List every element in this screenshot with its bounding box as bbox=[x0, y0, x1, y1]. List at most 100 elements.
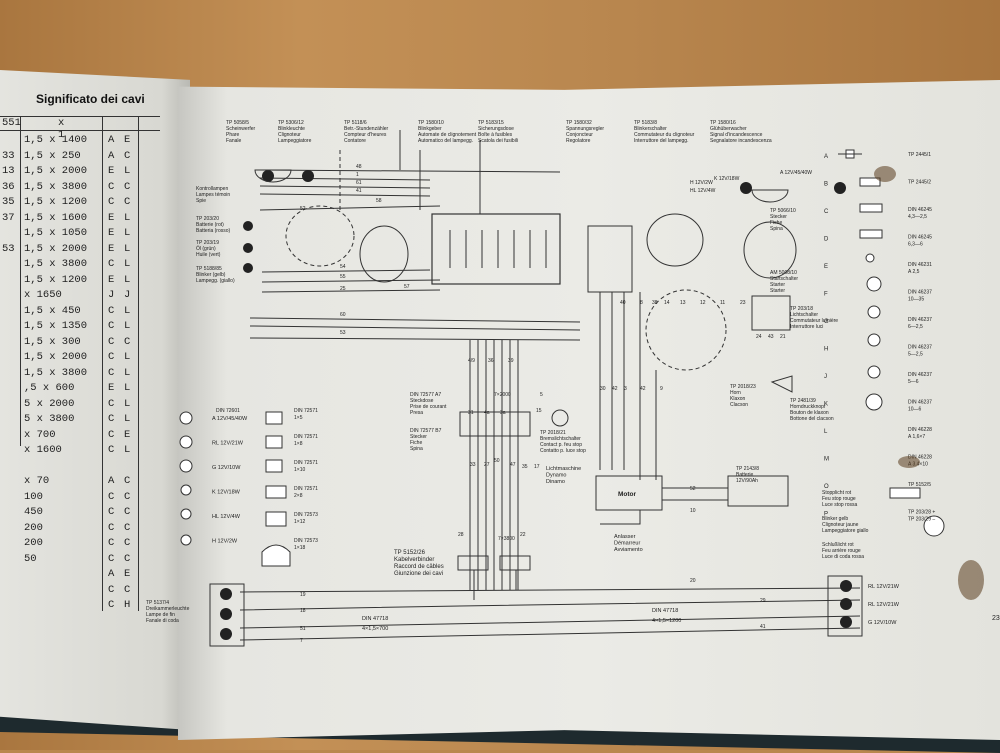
lamp-symbol bbox=[840, 598, 852, 610]
table-cell: C bbox=[124, 475, 131, 487]
horn-button-label-code: TP 2481/39 bbox=[790, 398, 816, 404]
table-cell: C bbox=[108, 320, 115, 332]
table-cell: 1,5 x 450 bbox=[24, 304, 81, 317]
table-cell: 1,5 x 250 bbox=[24, 149, 81, 162]
terminal-spec: 4,3—2,5 bbox=[908, 214, 927, 220]
terminal-key: B bbox=[824, 182, 828, 188]
terminal-code: DIN 46245 bbox=[908, 207, 932, 213]
terminal-code: TP 2445/2 bbox=[908, 180, 931, 186]
wire-number: 41 bbox=[760, 624, 766, 630]
lamp-label: K 12V/18W bbox=[212, 490, 241, 496]
table-cell: C bbox=[124, 149, 131, 162]
plug-label-line: Fiche bbox=[410, 440, 422, 446]
wire-number: 4/9 bbox=[468, 358, 475, 364]
table-cell: E bbox=[108, 273, 115, 286]
table-cell: E bbox=[108, 227, 115, 239]
table-cell: H bbox=[124, 599, 131, 611]
connector-din: DIN 72571 bbox=[294, 408, 318, 414]
connector-din: DIN 72571 bbox=[294, 434, 318, 440]
wire-number: 1 bbox=[356, 172, 359, 178]
terminal-spec: A 2,5 bbox=[908, 269, 920, 275]
lamp-symbol bbox=[740, 182, 752, 194]
side-label: TP 203/20 bbox=[196, 216, 219, 222]
horn-button-label-line: Horndruckknopf bbox=[790, 404, 826, 410]
wire-number: 17 bbox=[534, 464, 540, 470]
connector-din: DIN 72571 bbox=[294, 460, 318, 466]
terminal-key: P bbox=[824, 512, 828, 518]
terminal-key: O bbox=[824, 484, 829, 490]
rear-right-label: Lampeggiatore giallo bbox=[822, 528, 869, 534]
lamp-symbol bbox=[834, 182, 846, 194]
component-label-line: Scheinwerfer bbox=[226, 126, 256, 132]
starter-label-line: Démarreur bbox=[614, 541, 640, 547]
table-cell: 33 bbox=[2, 149, 15, 162]
plug-label-line: Stecker bbox=[770, 214, 787, 220]
dynamo-label-line: Dynamo bbox=[546, 473, 566, 479]
dynamo-label-line: Dinamo bbox=[546, 479, 565, 485]
component-label-code: TP 1580/10 bbox=[418, 120, 444, 126]
component-label-code: TP 5306/12 bbox=[278, 120, 304, 126]
terminal-key: F bbox=[824, 292, 828, 298]
table-cell: 1,5 x 2000 bbox=[24, 351, 88, 363]
wire bbox=[261, 269, 431, 273]
component-label-line: Betr.-Stundenzähler bbox=[344, 126, 389, 132]
table-cell: 1,5 x 1200 bbox=[24, 273, 88, 286]
table-cell: C bbox=[108, 413, 115, 425]
table-cell: C bbox=[108, 180, 115, 193]
rear-lamp-label-line: Dreikammerleuchte bbox=[146, 606, 190, 612]
table-cell: C bbox=[124, 521, 131, 534]
table-cell: C bbox=[108, 351, 115, 363]
lamp-symbol bbox=[220, 628, 232, 640]
brake-switch-label-line: Contact p. feu stop bbox=[540, 442, 582, 448]
right-page bbox=[178, 80, 1000, 740]
connector-din: DIN 72571 bbox=[294, 486, 318, 492]
battery-label-code: TP 2143/8 bbox=[736, 466, 759, 472]
table-cell: 1,5 x 2000 bbox=[24, 165, 88, 177]
starter-switch-label-line: Starter bbox=[770, 282, 785, 288]
table-rule bbox=[0, 116, 160, 117]
side-label: Lampes témoin bbox=[196, 192, 230, 198]
component-label-code: TP 5183/15 bbox=[478, 120, 504, 126]
connector-label: 1×18 bbox=[294, 545, 305, 551]
table-cell: 1,5 x 2000 bbox=[24, 242, 88, 255]
connector-din: DIN 72573 bbox=[294, 512, 318, 518]
lamp-symbol bbox=[243, 243, 253, 253]
light-switch-label-line: Interruttore luci bbox=[790, 324, 823, 330]
table-cell: 1,5 x 1400 bbox=[24, 134, 88, 146]
socket-label-line: Presa bbox=[410, 410, 423, 416]
table-cell: C bbox=[108, 258, 115, 270]
component-label-line: Clignoteur bbox=[278, 132, 301, 138]
rear-lamp-spec: RL 12V/21W bbox=[868, 602, 900, 608]
bundle-spec: 4×1,5×700 bbox=[362, 626, 388, 632]
lamp-label: G 12V/10W bbox=[212, 465, 241, 471]
brake-switch-label-line: Contatto p. luce stop bbox=[540, 448, 586, 454]
headlight-symbol bbox=[254, 169, 292, 183]
battery-label-line: 12V/90Ah bbox=[736, 478, 758, 484]
table-cell: L bbox=[124, 366, 131, 379]
voltage-label: H 12V/2W bbox=[690, 180, 713, 186]
wire-number: 60 bbox=[340, 312, 346, 318]
light-switch-label-line: Commutateur lumière bbox=[790, 318, 838, 324]
table-cell: A bbox=[108, 475, 115, 487]
wire-number: 42 bbox=[612, 386, 618, 392]
table-cell: C bbox=[124, 335, 131, 348]
plug-label-code: DIN 72577 B7 bbox=[410, 428, 442, 434]
table-cell: 200 bbox=[24, 537, 43, 549]
wire-number: 58 bbox=[376, 198, 382, 204]
brake-switch-label-code: TP 2018/21 bbox=[540, 430, 566, 436]
table-cell: L bbox=[124, 227, 131, 239]
wire-number: 43 bbox=[768, 334, 774, 340]
bundle-din: DIN 47718 bbox=[362, 616, 388, 622]
table-cell: L bbox=[124, 320, 131, 332]
table-cell: C bbox=[108, 537, 115, 549]
table-cell: C bbox=[108, 599, 115, 611]
table-cell: A bbox=[108, 568, 115, 580]
table-cell: C bbox=[108, 490, 115, 503]
table-cell: L bbox=[124, 211, 131, 224]
wire-number: 9 bbox=[660, 386, 663, 392]
plug-label-line: Spina bbox=[410, 446, 423, 452]
wire-number: 24 bbox=[756, 334, 762, 340]
table-rule bbox=[138, 116, 139, 611]
bundle-spec: 4×1,5×1200 bbox=[652, 618, 681, 624]
wire-number: 25 bbox=[340, 286, 346, 292]
